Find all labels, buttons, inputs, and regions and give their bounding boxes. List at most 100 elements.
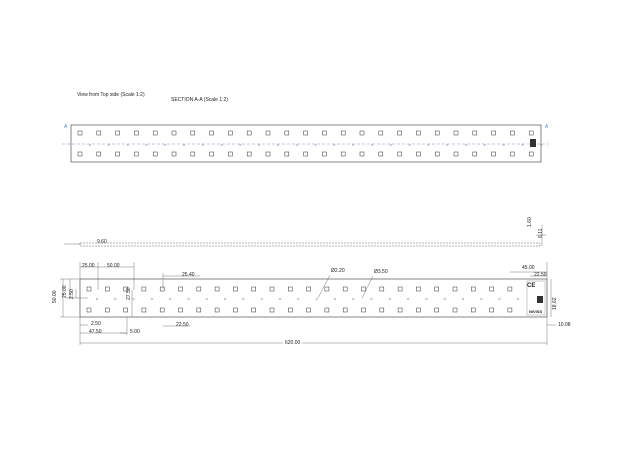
section-marker-left: A: [64, 124, 68, 130]
dim-2-50-bottom: 2.50: [91, 321, 101, 327]
dim-9-60: 9.60: [97, 239, 107, 245]
via-hole: [201, 144, 204, 146]
via-hole: [427, 144, 430, 146]
led-pad: [416, 151, 421, 157]
via-hole: [480, 297, 483, 301]
via-hole: [521, 144, 524, 146]
dim-25-00-left: 25.00: [62, 285, 68, 298]
via-hole: [145, 144, 148, 146]
led-pad: [134, 130, 139, 136]
led-pad: [434, 286, 439, 292]
led-pad: [123, 286, 128, 292]
led-pad: [233, 307, 238, 313]
section-title: SECTION A-A (Scale 1:2): [171, 97, 228, 103]
via-hole: [333, 297, 336, 301]
led-pad: [178, 307, 183, 313]
led-pad: [246, 151, 252, 157]
bottom-board-outline: [79, 278, 548, 318]
via-hole: [516, 297, 519, 301]
led-pad: [471, 307, 476, 313]
dim-dia-2-20: Ø2.20: [331, 268, 345, 274]
led-pad: [159, 307, 165, 313]
led-pad: [507, 286, 513, 292]
led-pad: [196, 307, 202, 313]
side-profile: [79, 242, 541, 247]
via-hole: [164, 144, 167, 146]
via-hole: [187, 297, 190, 301]
via-hole: [242, 297, 245, 301]
led-pad: [453, 151, 459, 157]
via-hole: [352, 297, 355, 301]
led-pad: [340, 130, 346, 136]
via-hole: [465, 144, 467, 146]
led-pad: [269, 286, 275, 292]
led-pad: [284, 151, 290, 157]
led-pad: [96, 151, 102, 157]
led-pad: [246, 130, 252, 136]
dim-1-60: 1.60: [527, 217, 533, 227]
via-hole: [483, 144, 486, 146]
led-pad: [324, 307, 330, 313]
led-pad: [452, 286, 458, 292]
led-pad: [434, 130, 440, 136]
led-pad: [152, 151, 158, 157]
dim-6-11: 6.11: [538, 228, 544, 238]
led-pad: [141, 286, 147, 292]
led-pad: [86, 307, 92, 313]
dim-50-00-top: 50.00: [107, 263, 120, 269]
led-pad: [397, 151, 402, 157]
via-hole: [205, 297, 208, 301]
marking-area: [526, 280, 546, 316]
led-pad: [251, 286, 256, 292]
via-hole: [446, 144, 449, 146]
dim-18-62: 18.62: [552, 297, 558, 310]
via-hole: [277, 144, 279, 146]
led-pad: [379, 286, 385, 292]
via-hole: [295, 144, 298, 146]
led-pad: [228, 151, 233, 157]
led-pad: [115, 130, 120, 136]
dim-5-00: 5.00: [130, 329, 140, 335]
led-pad: [123, 307, 128, 313]
via-hole: [132, 297, 135, 301]
via-hole: [315, 297, 318, 301]
via-hole: [126, 144, 129, 146]
dim-22-50-bottom: 22.50: [176, 322, 189, 328]
led-pad: [115, 151, 120, 157]
led-pad: [303, 130, 308, 136]
dim-25-00-top: 25.00: [82, 263, 95, 269]
via-hole: [388, 297, 391, 301]
via-hole: [333, 144, 336, 146]
led-pad: [507, 307, 513, 313]
led-pad: [105, 286, 110, 292]
led-pad: [471, 286, 476, 292]
led-pad: [306, 307, 311, 313]
top-led-grid: [77, 130, 543, 157]
dim-2-50-left: 2.50: [69, 289, 75, 299]
brand-mark: NIVISS: [529, 309, 543, 314]
via-hole: [498, 297, 501, 301]
led-pad: [416, 307, 421, 313]
via-hole: [425, 297, 428, 301]
dim-22-50-right: 22.50: [534, 272, 547, 278]
led-pad: [209, 151, 214, 157]
led-pad: [288, 307, 293, 313]
via-hole: [371, 144, 373, 146]
dim-dia-3-50: Ø3.50: [374, 269, 388, 275]
led-pad: [340, 151, 346, 157]
dim-47-50: 47.50: [89, 329, 102, 335]
bottom-led-grid: [86, 286, 519, 313]
led-pad: [288, 286, 293, 292]
bottom-connector: [537, 296, 543, 303]
via-hole: [224, 297, 227, 301]
led-pad: [434, 307, 439, 313]
led-pad: [528, 130, 534, 136]
led-pad: [190, 151, 196, 157]
led-pad: [397, 307, 403, 313]
dim-10-08: 10.08: [558, 322, 571, 328]
via-hole: [352, 144, 355, 146]
led-pad: [214, 286, 220, 292]
led-pad: [453, 130, 459, 136]
led-pad: [491, 151, 496, 157]
